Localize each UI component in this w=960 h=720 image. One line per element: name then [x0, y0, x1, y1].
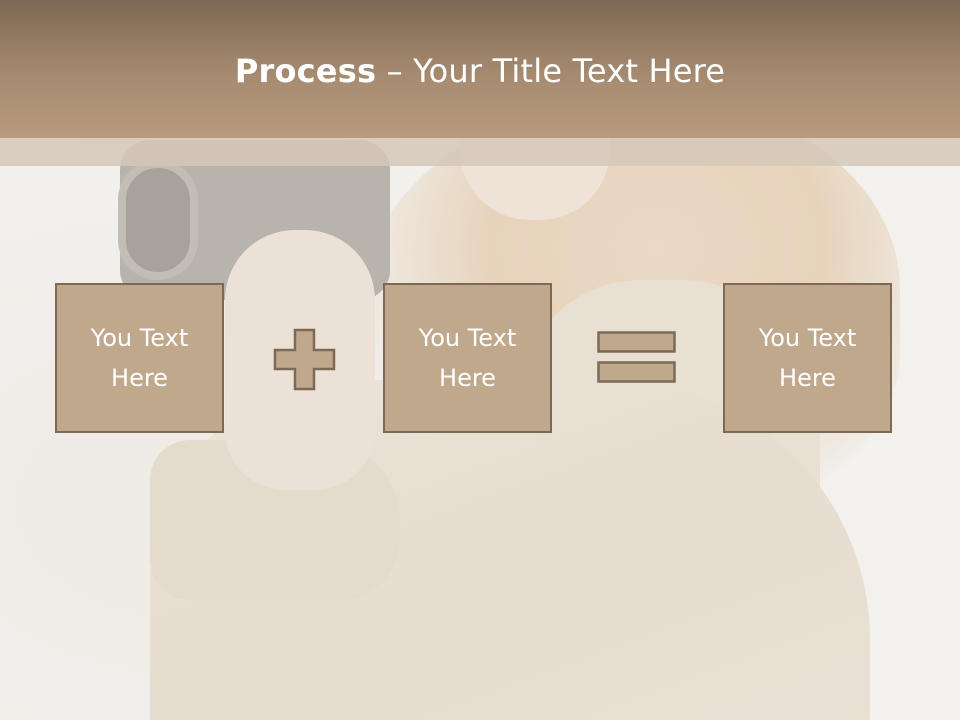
process-box-2-text: You Text Here	[418, 324, 517, 392]
slide-title-bold: Process	[234, 52, 377, 90]
plus-icon	[273, 328, 336, 391]
equals-icon	[597, 331, 676, 383]
photo-camera-lens	[118, 160, 198, 280]
title-bar	[0, 0, 960, 138]
process-box-2[interactable]: You Text Here	[383, 283, 552, 433]
process-box-1[interactable]: You Text Here	[55, 283, 224, 433]
slide-title[interactable]: Process – Your Title Text Here	[0, 52, 960, 90]
slide-title-rest: – Your Title Text Here	[376, 52, 726, 90]
title-bar-strip	[0, 138, 960, 166]
process-box-3-text: You Text Here	[758, 324, 857, 392]
process-box-3[interactable]: You Text Here	[723, 283, 892, 433]
process-box-1-text: You Text Here	[90, 324, 189, 392]
